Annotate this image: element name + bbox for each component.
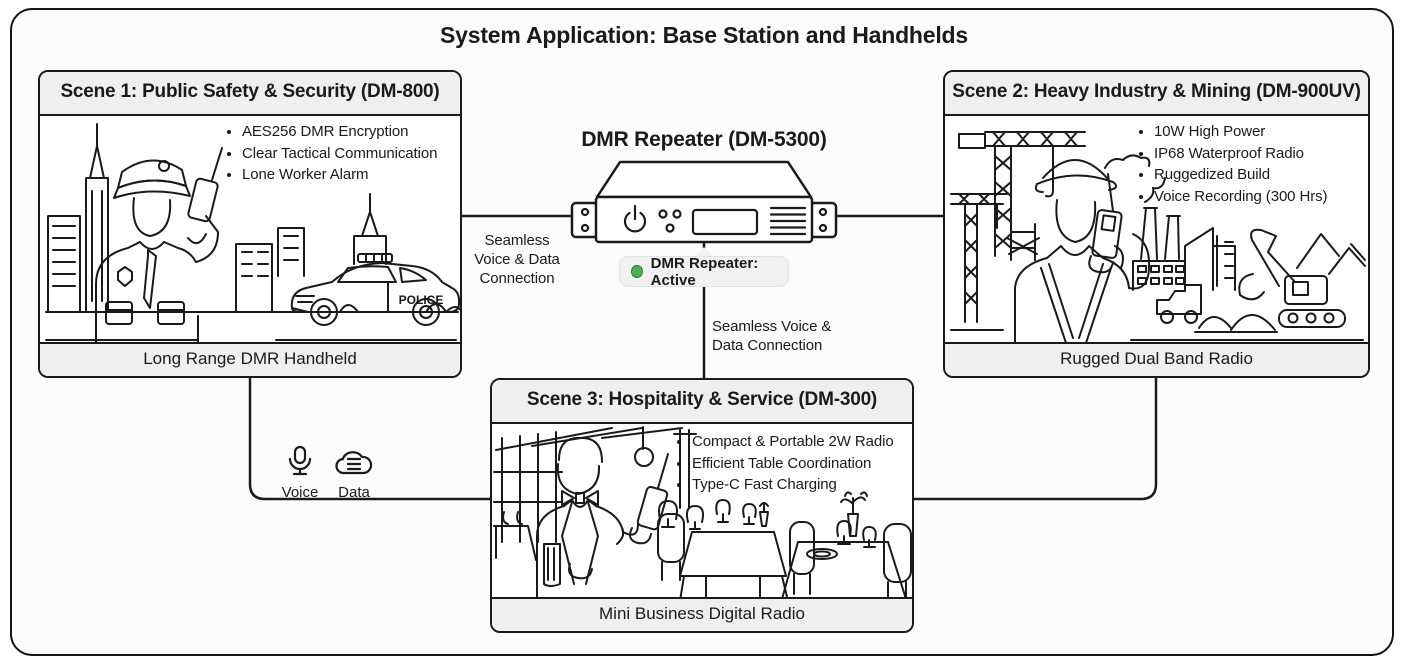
- status-badge: DMR Repeater: Active: [619, 254, 789, 289]
- scene2-features: 10W High Power IP68 Waterproof Radio Rug…: [1136, 122, 1360, 208]
- label-line: Seamless Voice &: [712, 318, 832, 335]
- vent-lines: [769, 206, 807, 236]
- status-label: DMR Repeater: Active: [650, 254, 759, 289]
- feature-item: Clear Tactical Communication: [242, 144, 454, 165]
- device-display: [691, 208, 759, 236]
- connection-label-left: Seamless Voice & Data Connection: [460, 231, 574, 288]
- microphone-icon: [288, 445, 312, 476]
- feature-item: AES256 DMR Encryption: [242, 122, 454, 143]
- scene3-illustration: [493, 426, 912, 597]
- scene2-panel: Scene 2: Heavy Industry & Mining (DM-900…: [943, 70, 1370, 378]
- feature-item: Type-C Fast Charging: [692, 475, 906, 496]
- connection-label-bottom: Seamless Voice & Data Connection: [712, 317, 872, 355]
- label-line: Data Connection: [712, 337, 823, 354]
- voice-label: Voice: [281, 484, 319, 501]
- repeater-title: DMR Repeater (DM-5300): [581, 128, 827, 151]
- feature-item: Lone Worker Alarm: [242, 165, 454, 186]
- data-cloud-icon: [335, 451, 373, 475]
- voice-indicator: Voice: [278, 445, 322, 501]
- scene3-panel: Scene 3: Hospitality & Service (DM-300): [490, 378, 914, 633]
- scene1-body: POLICE AES256 DMR Encryption Clear Tacti…: [40, 116, 460, 342]
- feature-item: IP68 Waterproof Radio: [1154, 144, 1360, 165]
- page-title: System Application: Base Station and Han…: [440, 22, 968, 48]
- scene3-title: Scene 3: Hospitality & Service (DM-300): [492, 380, 912, 424]
- led-indicators: [658, 209, 682, 233]
- data-label: Data: [338, 484, 370, 501]
- scene3-caption: Mini Business Digital Radio: [492, 597, 912, 631]
- label-line: Voice & Data: [474, 251, 560, 268]
- feature-item: Ruggedized Build: [1154, 165, 1360, 186]
- scene2-illustration: [950, 131, 1366, 342]
- police-car-label: POLICE: [399, 293, 444, 307]
- scene3-features: Compact & Portable 2W Radio Efficient Ta…: [674, 432, 906, 497]
- scene3-body: Compact & Portable 2W Radio Efficient Ta…: [492, 424, 912, 597]
- scene1-caption: Long Range DMR Handheld: [40, 342, 460, 376]
- label-line: Connection: [479, 270, 555, 287]
- scene1-illustration: POLICE: [45, 123, 460, 342]
- scene2-caption: Rugged Dual Band Radio: [945, 342, 1368, 376]
- power-icon: [623, 204, 647, 233]
- data-indicator: Data: [332, 449, 376, 501]
- scene2-title: Scene 2: Heavy Industry & Mining (DM-900…: [945, 72, 1368, 116]
- repeater-device-illustration: [570, 160, 838, 244]
- feature-item: Voice Recording (300 Hrs): [1154, 187, 1360, 208]
- status-dot: [631, 265, 643, 278]
- scene1-panel: Scene 1: Public Safety & Security (DM-80…: [38, 70, 462, 378]
- feature-item: Compact & Portable 2W Radio: [692, 432, 906, 453]
- scene1-title: Scene 1: Public Safety & Security (DM-80…: [40, 72, 460, 116]
- feature-item: 10W High Power: [1154, 122, 1360, 143]
- scene2-body: 10W High Power IP68 Waterproof Radio Rug…: [945, 116, 1368, 342]
- feature-item: Efficient Table Coordination: [692, 454, 906, 475]
- scene1-features: AES256 DMR Encryption Clear Tactical Com…: [224, 122, 454, 187]
- label-line: Seamless: [484, 232, 550, 249]
